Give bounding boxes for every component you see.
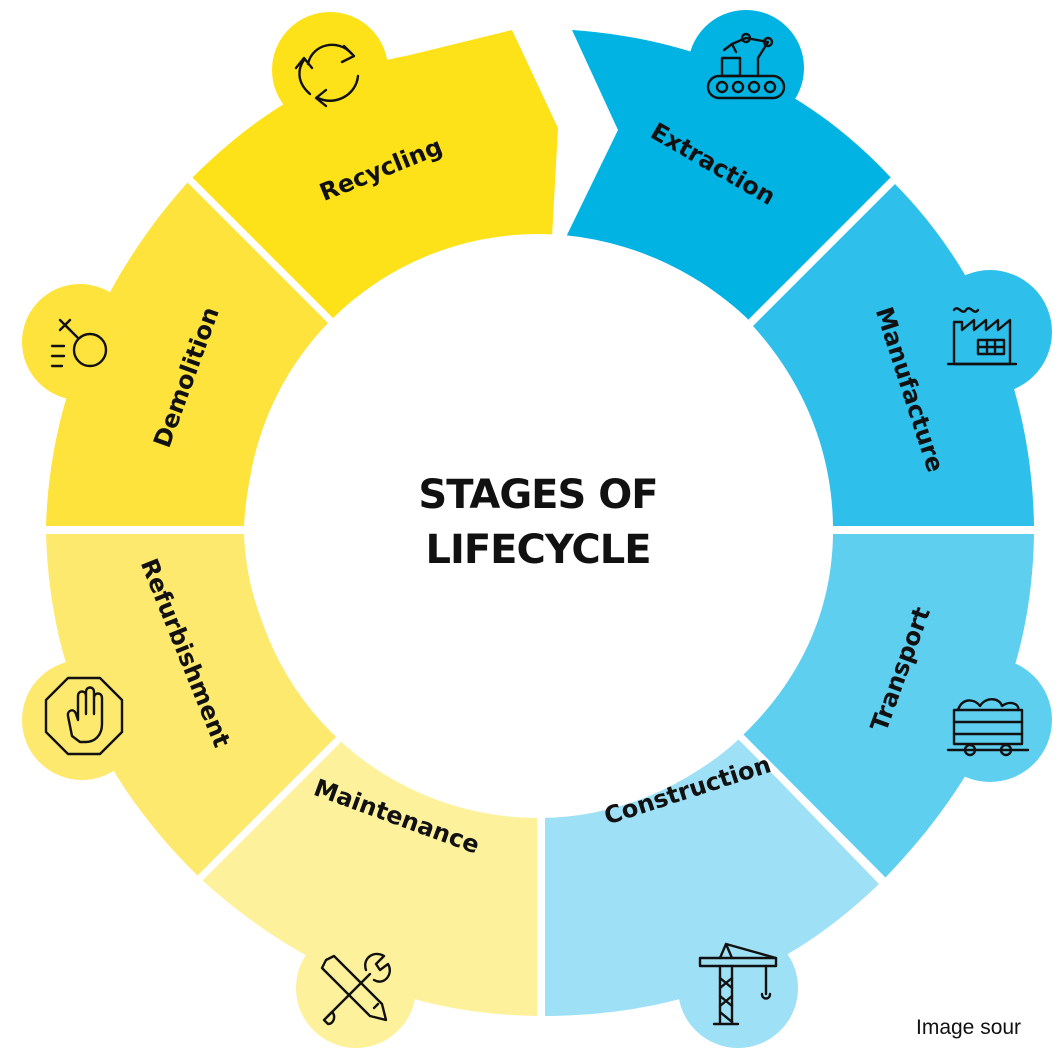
bubble-transport [928, 658, 1052, 782]
title-line-1: STAGES OF [418, 472, 657, 518]
segment-manufacture [753, 184, 1034, 526]
factory-icon [946, 307, 1018, 366]
recycle-arrows-icon [294, 43, 360, 108]
bubble-construction [678, 928, 798, 1048]
segment-construction [545, 739, 879, 1016]
title-line-2: LIFECYCLE [425, 527, 650, 573]
segment-transport [743, 534, 1034, 880]
bubble-demolition [22, 284, 138, 400]
segment-extraction [566, 30, 893, 322]
segment-dividers [40, 177, 1040, 1024]
image-source-note: Image sour [916, 1016, 1022, 1039]
wrecking-ball-icon [50, 318, 108, 368]
bubble-extraction [688, 10, 804, 126]
wrench-screwdriver-icon [320, 952, 391, 1026]
tower-crane-icon [698, 942, 778, 1026]
center-circle [246, 234, 830, 818]
robotic-arm-conveyor-icon [706, 32, 786, 100]
segment-refurbishment [46, 534, 341, 876]
segment-maintenance [202, 737, 537, 1016]
mine-cart-icon [946, 698, 1030, 757]
stop-hand-icon [44, 676, 124, 756]
bubble-recycling [272, 12, 388, 128]
bubble-manufacture [928, 270, 1052, 394]
